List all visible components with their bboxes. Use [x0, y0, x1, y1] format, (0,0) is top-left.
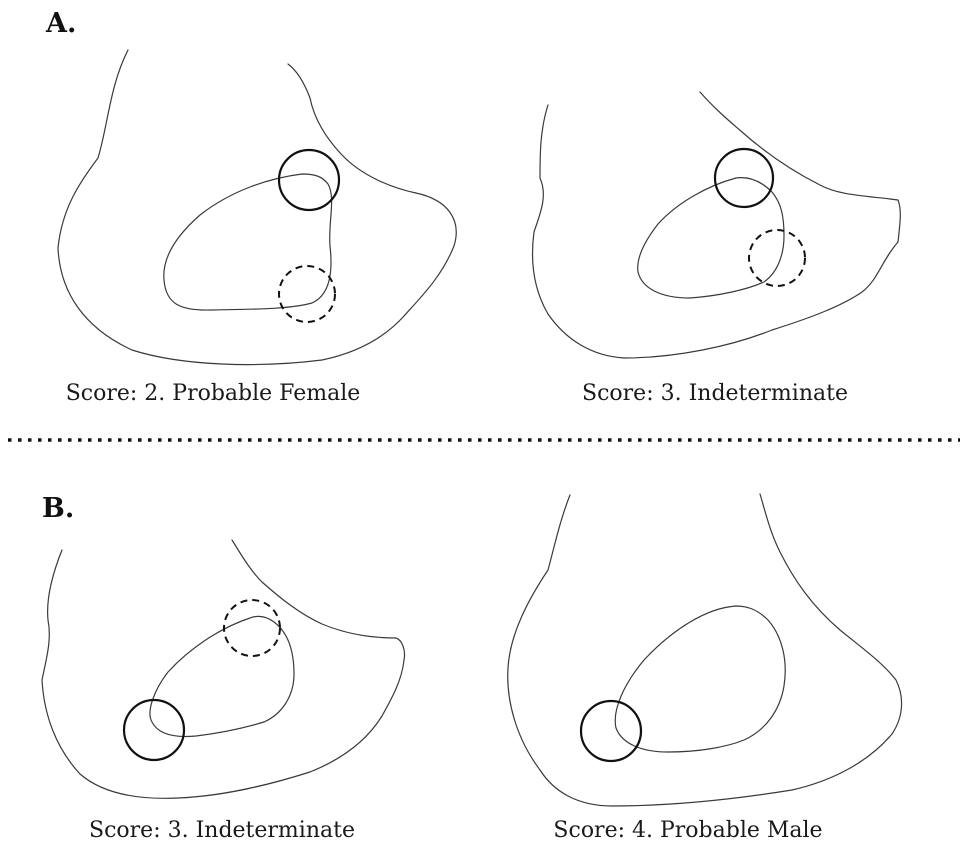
solid-circle-marker [122, 698, 186, 762]
outer-outline [57, 49, 457, 366]
bone-illustration-b1 [41, 539, 406, 799]
section-label-a: A. [45, 8, 76, 39]
caption-b2: Score: 4. Probable Male [553, 818, 822, 843]
section-label-b: B. [42, 493, 74, 524]
inner-outline [163, 173, 333, 311]
caption-b1: Score: 3. Indeterminate [89, 818, 355, 843]
dashed-circle-marker [223, 599, 281, 657]
outer-outline [507, 493, 903, 807]
outer-outline [531, 91, 901, 359]
inner-outline [614, 605, 786, 753]
bone-illustration-a1 [57, 49, 457, 366]
inner-outline [637, 177, 785, 299]
bone-illustration-b2 [507, 493, 903, 807]
outer-outline [41, 539, 406, 799]
caption-a2: Score: 3. Indeterminate [582, 381, 848, 406]
solid-circle-marker [579, 699, 643, 763]
dashed-circle-marker [748, 229, 806, 287]
dashed-circle-marker [278, 265, 336, 323]
bone-illustration-a2 [531, 91, 901, 359]
inner-outline [149, 615, 295, 738]
caption-a1: Score: 2. Probable Female [66, 381, 361, 406]
solid-circle-marker [277, 148, 341, 212]
solid-circle-marker [713, 147, 775, 209]
